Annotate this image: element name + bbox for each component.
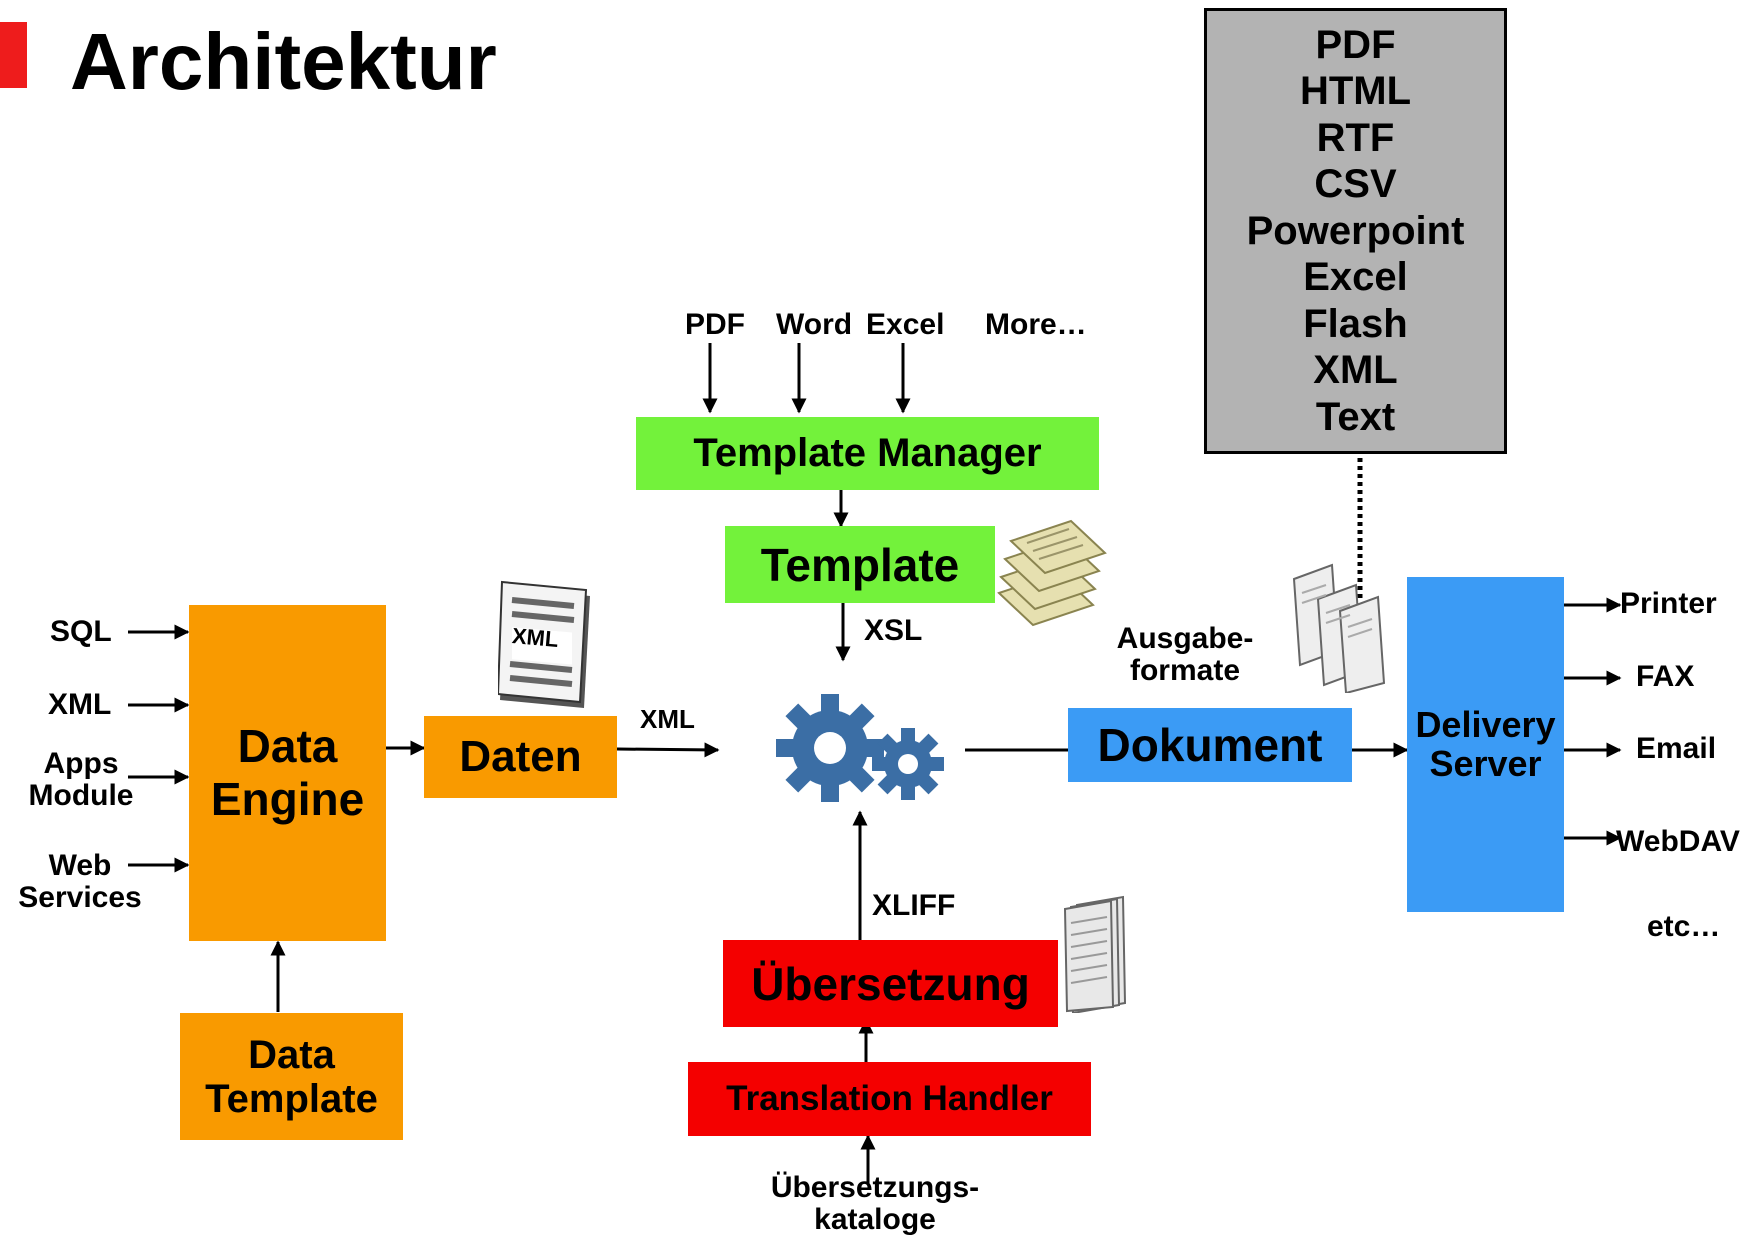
channel-printer: Printer [1620,587,1717,620]
arrow-daten-gears [616,742,720,758]
channel-fax: FAX [1636,660,1695,693]
uebersetzung-box: Übersetzung [723,940,1058,1027]
format-item: Flash [1303,301,1408,346]
output-formats-panel: PDF HTML RTF CSV Powerpoint Excel Flash … [1204,8,1507,454]
delivery-server-box: Delivery Server [1407,577,1564,912]
daten-box: Daten [424,716,617,798]
format-item: Text [1315,394,1396,439]
template-stack-icon [993,515,1113,632]
data-template-label: Data Template [205,1032,378,1121]
input-apps-module: Apps Module [28,747,134,812]
format-item: CSV [1314,162,1397,207]
dokument-label: Dokument [1097,719,1323,771]
template-label: Template [760,538,960,591]
input-xml: XML [48,688,112,721]
format-item: Powerpoint [1246,208,1465,253]
translation-handler-label: Translation Handler [726,1079,1053,1118]
channel-etc: etc… [1647,910,1721,943]
xml-flow-label: XML [640,704,695,734]
processing-gears-icon [770,690,950,815]
output-formats-label: Ausgabe- formate [1116,622,1254,687]
format-item: HTML [1299,69,1412,114]
channel-email: Email [1636,732,1717,765]
template-box: Template [725,526,995,603]
template-manager-label: Template Manager [693,431,1042,475]
format-item: PDF [1315,22,1396,67]
daten-label: Daten [459,732,582,781]
template-manager-box: Template Manager [636,417,1099,490]
output-docs-icon [1290,555,1390,698]
translation-handler-box: Translation Handler [688,1062,1091,1136]
delivery-server-label: Delivery Server [1415,703,1556,784]
source-word: Word [776,308,853,341]
input-sql: SQL [50,615,112,648]
dokument-box: Dokument [1068,708,1352,782]
catalogs-label: Übersetzungs- kataloge [770,1171,980,1236]
format-item: RTF [1316,115,1395,160]
channel-webdav: WebDAV [1616,825,1740,858]
uebersetzung-label: Übersetzung [751,957,1030,1010]
xsl-flow-label: XSL [864,614,923,647]
xliff-flow-label: XLIFF [872,889,956,922]
source-more: More… [985,308,1087,341]
format-item: XML [1313,348,1398,393]
data-template-box: Data Template [180,1013,403,1140]
page-title: Architektur [70,17,497,106]
translation-docs-icon [1063,895,1127,1018]
source-pdf: PDF [685,308,745,341]
xml-icon-text: XML [511,623,560,652]
data-engine-label: Data Engine [210,720,365,825]
formats-list: PDF HTML RTF CSV Powerpoint Excel Flash … [1247,22,1465,441]
source-excel: Excel [866,308,945,341]
format-item: Excel [1303,255,1408,300]
xml-document-icon: XML [496,578,590,713]
input-web-services: Web Services [18,849,142,914]
data-engine-box: Data Engine [189,605,386,941]
title-accent-bar [0,22,27,88]
